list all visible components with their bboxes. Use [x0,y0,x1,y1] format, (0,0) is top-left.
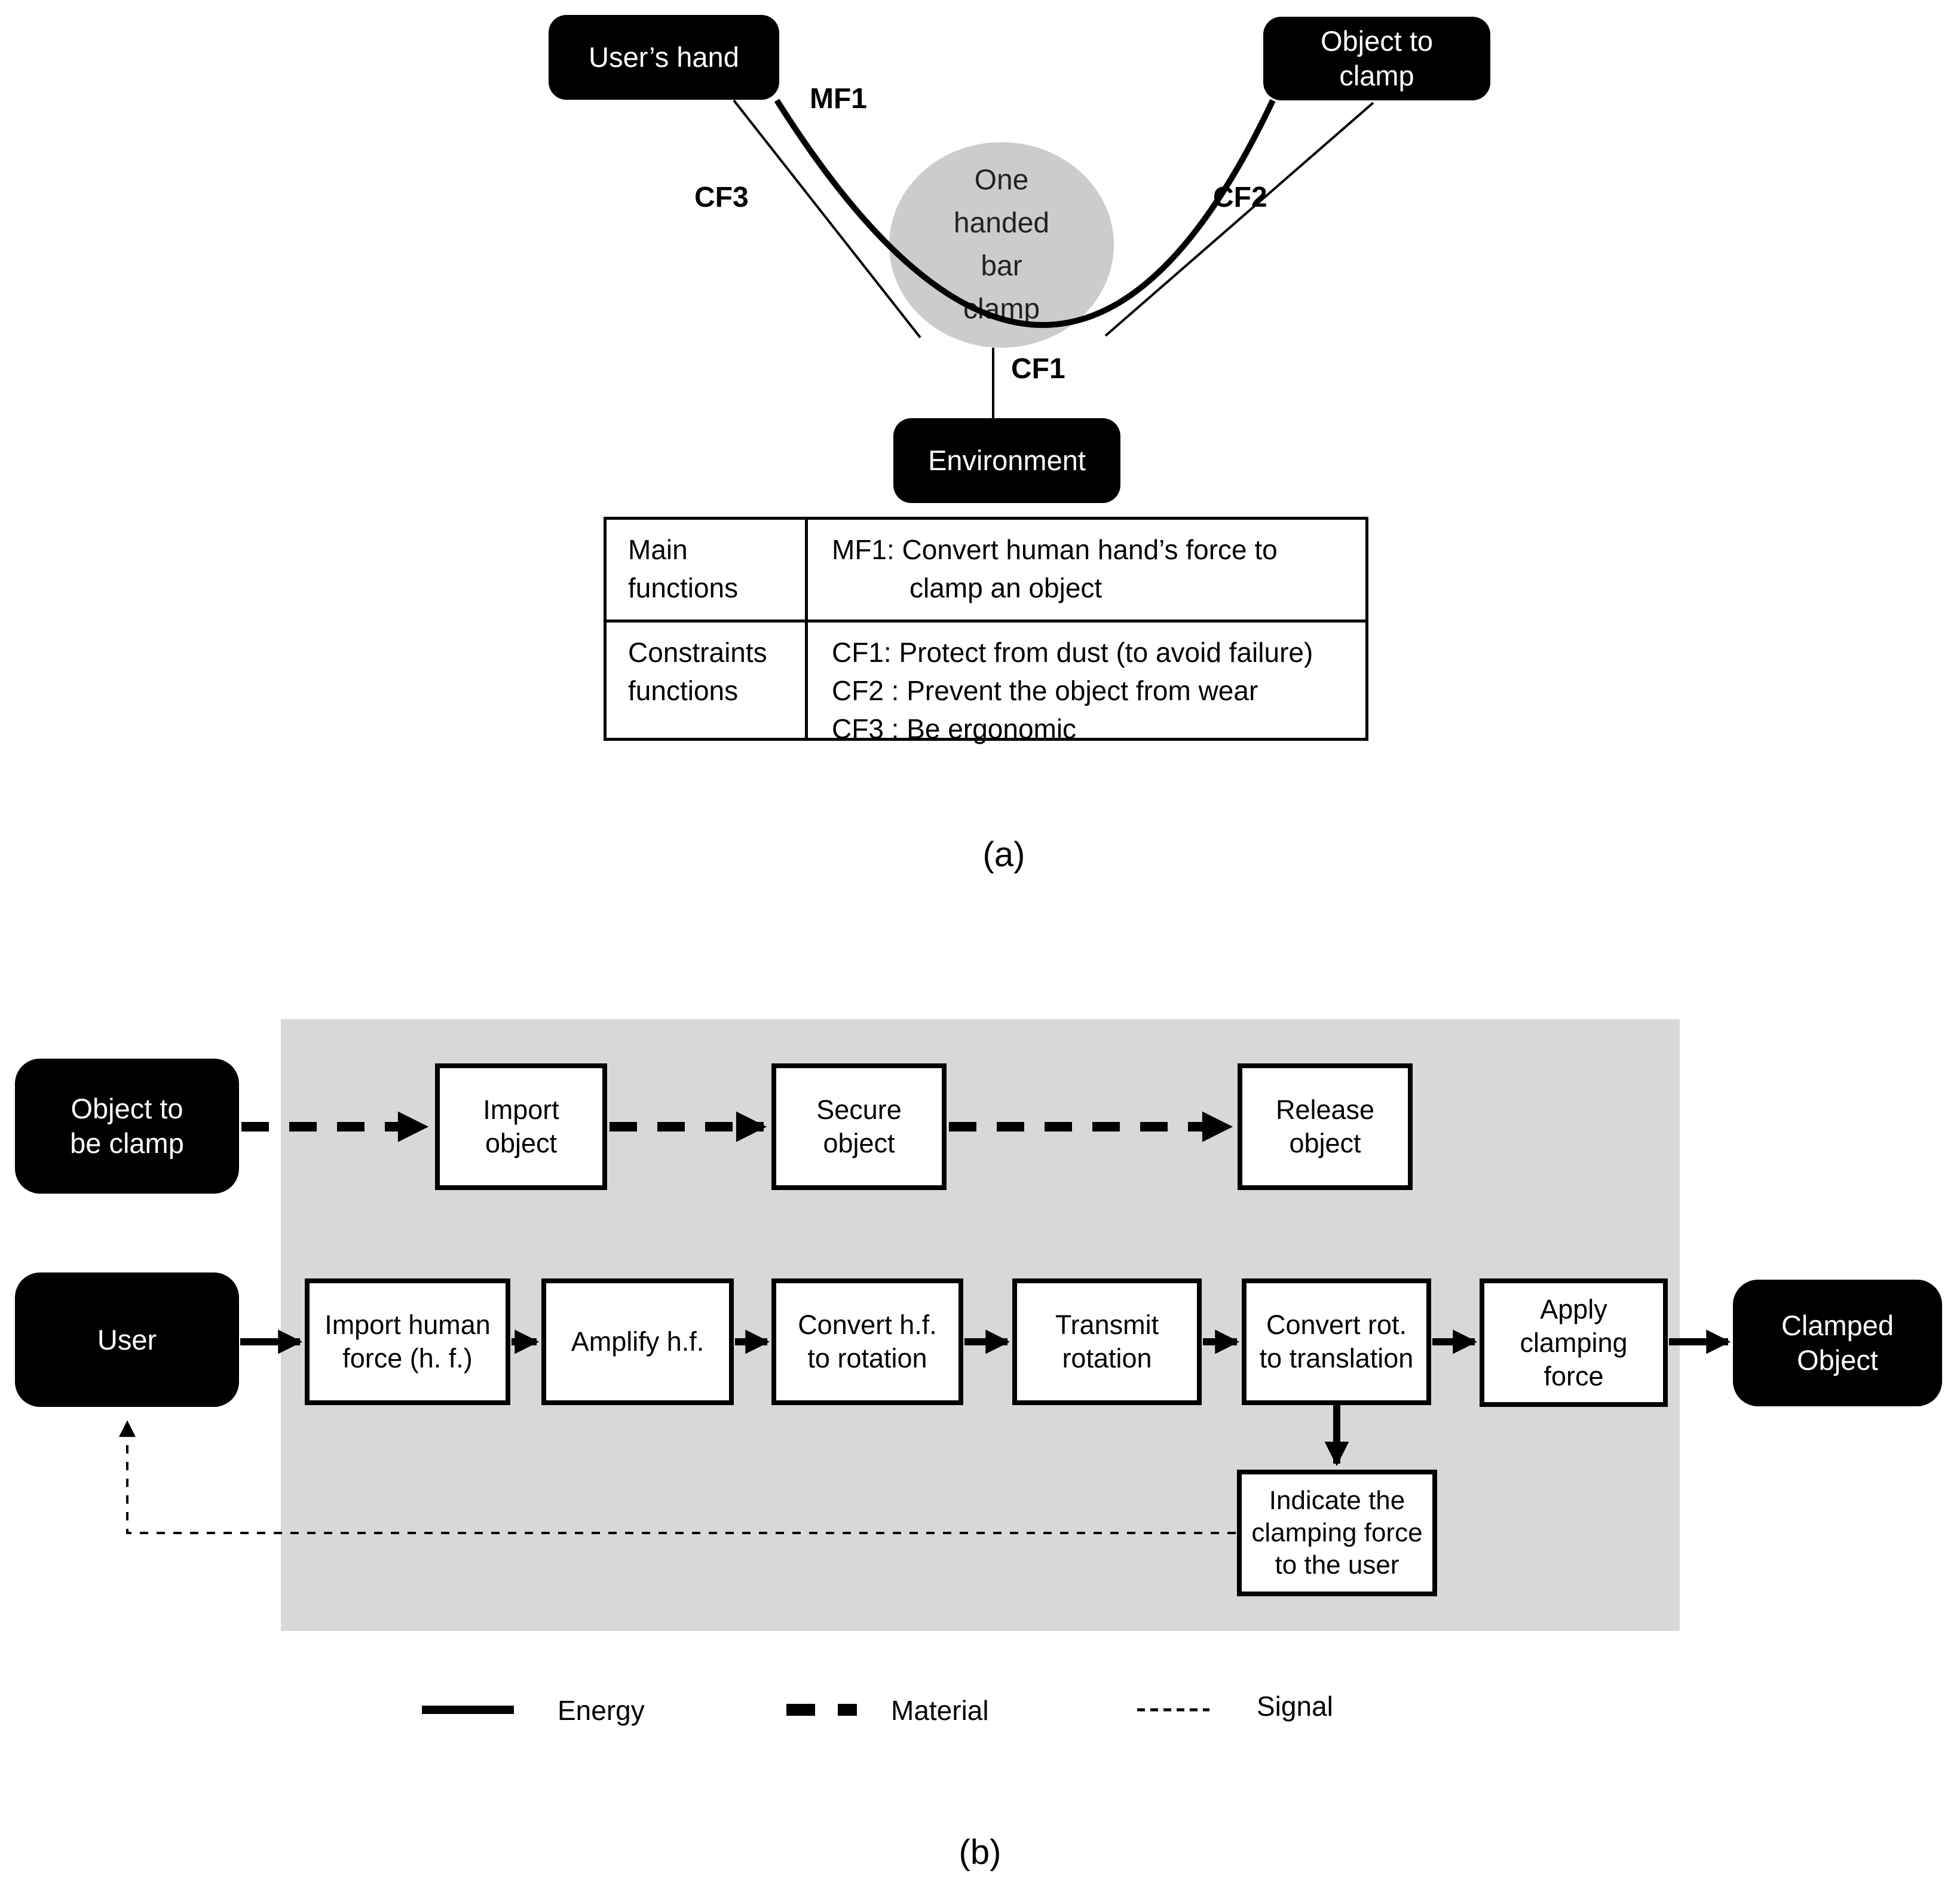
process-release-object: Release object [1238,1063,1413,1190]
table-text: CF1: Protect from dust (to avoid failure… [832,637,1313,668]
table-text: Constraints [628,637,767,668]
table-header-main-functions: Main functions [607,520,808,620]
node-object-to-be-clamp-label: be clamp [70,1127,184,1159]
process-convert-hf-to-rotation: Convert h.f. to rotation [771,1278,963,1405]
process-label: rotation [1062,1343,1152,1373]
caption-b: (b) [958,1833,1002,1872]
node-clamped-object-label: Object [1797,1344,1878,1376]
process-apply-clamping-force: Apply clamping force [1480,1278,1668,1407]
node-object-to-be-clamp-label: Object to [71,1093,183,1124]
edge-label-cf1: CF1 [1011,353,1065,385]
legend-material-label: Material [891,1695,989,1726]
cf3-relation-line [733,99,921,339]
process-label: object [823,1128,895,1158]
table-text: functions [628,675,739,706]
legend-energy-label: Energy [558,1695,645,1726]
signal-line-indicate-to-user [119,1420,1236,1534]
node-object-to-clamp: Object to clamp [1263,17,1490,100]
process-import-object: Import object [435,1063,607,1190]
node-users-hand-label: User’s hand [589,41,739,73]
process-label: Amplify h.f. [571,1326,705,1357]
node-users-hand: User’s hand [549,15,779,100]
table-text: CF3 : Be ergonomic [832,713,1077,744]
node-clamped-object-label: Clamped [1781,1310,1894,1341]
table-row-constraints-functions: Constraints functions CF1: Protect from … [607,623,1365,744]
process-amplify-hf: Amplify h.f. [541,1278,734,1405]
node-object-to-be-clamp: Object to be clamp [15,1059,239,1194]
process-secure-object: Secure object [771,1063,947,1190]
process-label: Indicate the [1269,1486,1405,1515]
table-text: MF1: Convert human hand’s force to [832,534,1278,565]
table-text: CF2 : Prevent the object from wear [832,675,1258,706]
edge-label-mf1: MF1 [810,83,867,115]
node-clamped-object: Clamped Object [1733,1280,1942,1406]
process-label: Release [1275,1094,1375,1125]
process-convert-rot-to-translation: Convert rot. to translation [1242,1278,1431,1405]
process-label: to translation [1259,1343,1414,1373]
process-label: Import human [324,1310,491,1340]
process-import-human-force: Import human force (h. f.) [305,1278,510,1405]
system-label-line: One [974,164,1029,196]
process-label: object [485,1128,558,1158]
system-label-line: bar [981,250,1022,282]
process-label: to rotation [807,1343,927,1373]
table-header-constraints-functions: Constraints functions [607,623,808,738]
system-label-line: handed [953,207,1050,239]
process-label: clamping force [1251,1518,1423,1547]
node-object-to-clamp-label: clamp [1339,60,1414,91]
cf2-relation-line [1104,102,1374,337]
process-label: Transmit [1055,1310,1159,1340]
node-object-to-clamp-label: Object to [1320,25,1434,57]
process-indicate-clamping-force: Indicate the clamping force to the user [1237,1470,1437,1596]
table-row-main-functions: Main functions MF1: Convert human hand’s… [607,520,1365,623]
table-text: Main [628,534,688,565]
node-user-label: User [97,1323,157,1356]
process-label: Import [483,1094,559,1125]
process-transmit-rotation: Transmit rotation [1012,1278,1202,1405]
process-label: Secure [816,1094,902,1125]
process-label: force (h. f.) [342,1343,473,1373]
mf1-relation-curve [774,99,1276,328]
edge-label-cf3: CF3 [694,182,749,213]
process-label: to the user [1275,1550,1399,1580]
process-label: object [1289,1128,1361,1158]
caption-a: (a) [982,835,1025,874]
process-label: Convert rot. [1266,1310,1407,1340]
process-label: Apply [1540,1293,1607,1324]
process-label: force [1544,1360,1604,1391]
table-cell-constraints-functions: CF1: Protect from dust (to avoid failure… [808,623,1365,744]
process-label: Convert h.f. [798,1310,937,1340]
table-cell-main-functions: MF1: Convert human hand’s force to clamp… [808,520,1365,620]
node-environment: Environment [893,418,1120,503]
node-user: User [15,1272,239,1407]
node-environment-label: Environment [928,444,1086,476]
functions-table: Main functions MF1: Convert human hand’s… [604,517,1368,744]
process-label: clamping [1520,1327,1628,1358]
edge-label-cf2: CF2 [1213,182,1267,213]
table-text: clamp an object [909,572,1102,603]
table-text: functions [628,572,739,603]
legend-signal-label: Signal [1257,1691,1333,1722]
